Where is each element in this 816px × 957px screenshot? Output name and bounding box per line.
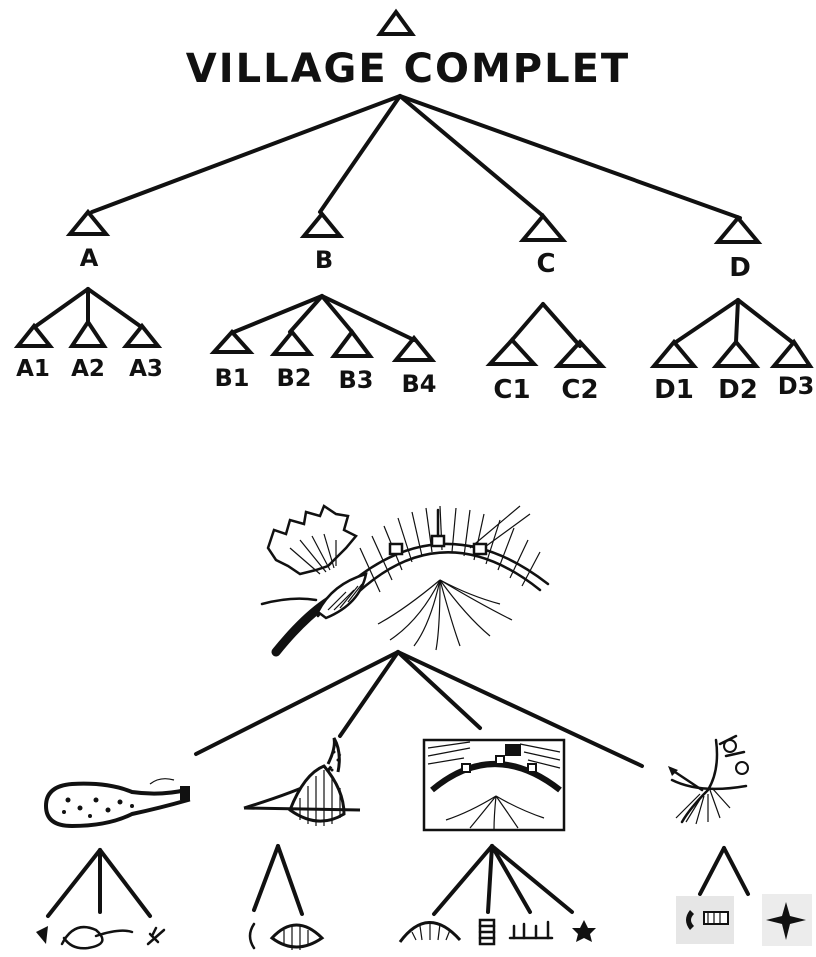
node-a3-label: A3 (129, 356, 163, 382)
group-d: D D1 D2 D3 (649, 214, 815, 405)
crossing-roads-sketch (668, 734, 749, 825)
node-c2-label: C2 (561, 375, 598, 405)
compass-star-sketch (762, 894, 812, 946)
node-b3-label: B3 (339, 366, 374, 394)
hatched-lens-sketch (243, 737, 361, 826)
node-b1-label: B1 (215, 364, 250, 392)
group-a2-triangle-icon (68, 318, 108, 348)
river-pond-children (36, 848, 166, 950)
sketch-root-edges (194, 650, 644, 768)
root-triangle-icon (376, 8, 416, 36)
node-d2-label: D2 (718, 375, 758, 405)
node-d3-label: D3 (778, 372, 815, 400)
group-a: A A1 A2 A3 (13, 208, 163, 382)
arrow-glyph-sketch (36, 926, 48, 944)
group-b4-triangle-icon (391, 334, 437, 362)
group-b-label: B (315, 246, 333, 274)
village-sketch (260, 504, 550, 657)
hatched-lens-children (248, 844, 325, 950)
star-blob-sketch (572, 920, 596, 942)
group-c1-triangle-icon (485, 337, 539, 366)
group-d-triangle-icon (713, 214, 763, 244)
group-b: B B1 B2 B3 B4 (209, 210, 437, 398)
group-b1-triangle-icon (209, 329, 255, 354)
crescent-sketch (248, 922, 256, 950)
group-a-triangle-icon (65, 208, 111, 236)
blob-arrow-sketch (676, 896, 734, 944)
domed-wall-children (398, 844, 596, 946)
node-d1-label: D1 (654, 375, 694, 405)
group-c-label: C (536, 249, 555, 279)
group-d1-triangle-icon (649, 338, 699, 368)
group-d-label: D (729, 253, 751, 283)
node-c1-label: C1 (493, 375, 530, 405)
loop-path-sketch (60, 925, 134, 950)
plant-sprig-sketch (146, 926, 166, 946)
group-a1-triangle-icon (13, 322, 55, 348)
node-a2-label: A2 (71, 356, 105, 382)
domed-wall-sketch (422, 738, 566, 832)
group-c2-triangle-icon (553, 339, 607, 368)
river-pond-sketch (43, 778, 191, 829)
diagram-title: VILLAGE COMPLET (186, 46, 630, 92)
group-a3-triangle-icon (121, 322, 163, 348)
striped-block-sketch (478, 918, 496, 946)
group-d2-triangle-icon (711, 338, 761, 368)
root-edges (90, 94, 742, 220)
group-b3-triangle-icon (330, 328, 374, 358)
small-lens-sketch (269, 923, 325, 950)
grass-row-sketch (508, 920, 554, 940)
group-b2-triangle-icon (269, 328, 315, 356)
group-c: C C1 C2 (485, 212, 607, 405)
node-b4-label: B4 (402, 370, 437, 398)
group-b-triangle-icon (299, 210, 345, 238)
group-d3-triangle-icon (769, 338, 814, 368)
mound-sketch (398, 921, 462, 943)
node-b2-label: B2 (277, 364, 312, 392)
group-a-label: A (80, 244, 99, 272)
node-a1-label: A1 (16, 356, 50, 382)
crossing-roads-children (676, 846, 812, 946)
group-c-triangle-icon (518, 212, 568, 242)
